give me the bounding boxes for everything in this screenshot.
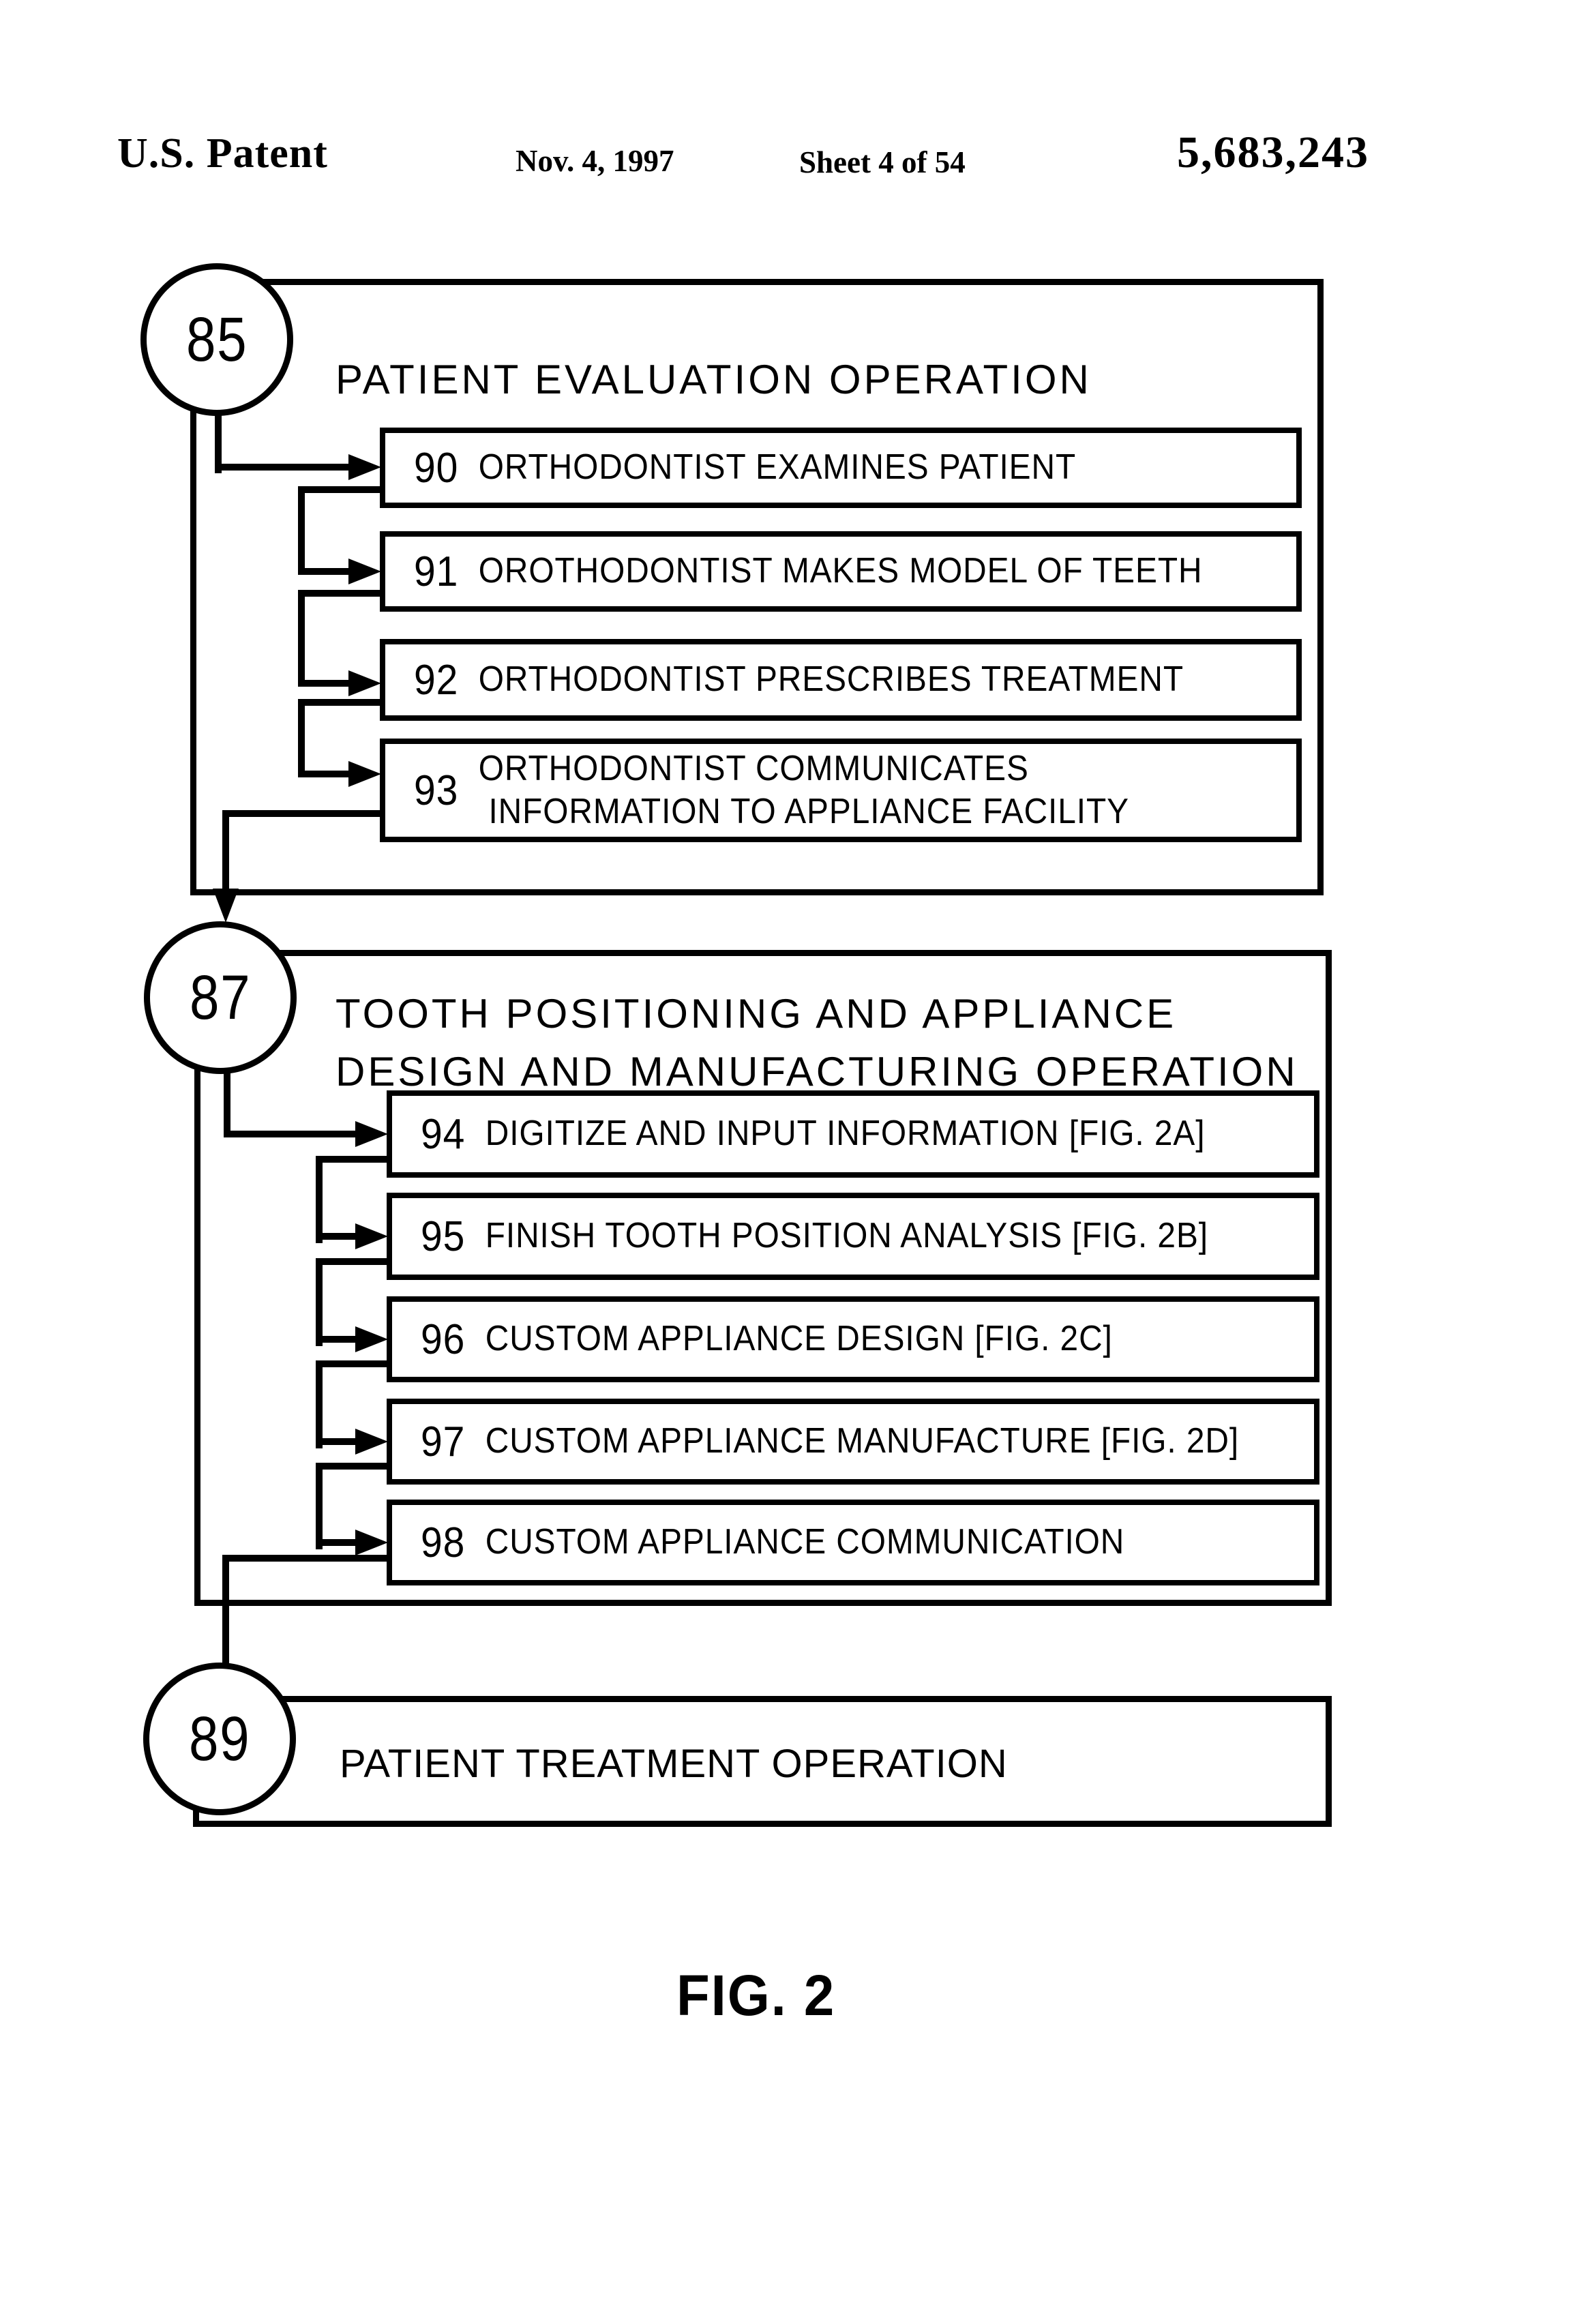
connector-line [316, 1258, 387, 1265]
step-number: 98 [421, 1519, 466, 1566]
step-box-90: 90 ORTHODONTIST EXAMINES PATIENT [380, 428, 1302, 508]
connector-line [316, 1463, 323, 1549]
connector-line [316, 1360, 323, 1448]
connector-line [298, 699, 305, 777]
reference-number: 89 [188, 1703, 251, 1774]
connector-line [316, 1233, 358, 1240]
patent-header-sheet: Sheet 4 of 54 [799, 145, 966, 179]
step-label: DIGITIZE AND INPUT INFORMATION [FIG. 2A] [485, 1114, 1206, 1154]
step-number: 90 [414, 444, 459, 492]
step-label: CUSTOM APPLIANCE MANUFACTURE [FIG. 2D] [485, 1421, 1240, 1461]
step-number: 97 [421, 1418, 466, 1465]
patent-header-date: Nov. 4, 1997 [516, 144, 674, 178]
connector-line [224, 1050, 230, 1137]
connector-line [298, 590, 380, 597]
step-label: CUSTOM APPLIANCE COMMUNICATION [485, 1522, 1125, 1562]
connector-line [316, 1156, 387, 1163]
connector-line [215, 382, 222, 473]
connector-line [298, 568, 351, 575]
connector-line [215, 464, 351, 471]
connector-line [316, 1258, 323, 1346]
reference-circle-89: 89 [143, 1663, 296, 1815]
connector-line [222, 1555, 387, 1562]
arrowhead-icon [355, 1121, 388, 1147]
connector-line [298, 680, 351, 687]
connector-line [298, 486, 380, 493]
connector-line [298, 699, 380, 706]
connector-line [298, 590, 305, 687]
patent-header-title: U.S. Patent [117, 130, 328, 177]
arrowhead-icon [355, 1223, 388, 1249]
connector-line [316, 1156, 323, 1243]
step-box-91: 91 OROTHODONTIST MAKES MODEL OF TEETH [380, 531, 1302, 612]
figure-caption: FIG. 2 [676, 1963, 836, 2027]
reference-circle-87: 87 [144, 921, 297, 1074]
connector-line [298, 486, 305, 575]
step-box-96: 96 CUSTOM APPLIANCE DESIGN [FIG. 2C] [387, 1296, 1319, 1382]
connector-line [316, 1539, 358, 1546]
step-number: 95 [421, 1212, 466, 1260]
arrowhead-icon [213, 889, 239, 923]
step-number: 91 [414, 548, 459, 595]
arrowhead-icon [355, 1530, 388, 1555]
step-number: 96 [421, 1315, 466, 1363]
step-box-92: 92 ORTHODONTIST PRESCRIBES TREATMENT [380, 639, 1302, 721]
step-label: ORTHODONTIST COMMUNICATES INFORMATION TO… [478, 748, 1129, 831]
connector-line [316, 1438, 358, 1445]
connector-line [222, 810, 380, 817]
step-label: CUSTOM APPLIANCE DESIGN [FIG. 2C] [485, 1319, 1113, 1359]
step-box-95: 95 FINISH TOOTH POSITION ANALYSIS [FIG. … [387, 1193, 1319, 1280]
step-number: 92 [414, 656, 459, 704]
arrowhead-icon [348, 761, 381, 787]
connector-line [298, 771, 351, 777]
step-box-94: 94 DIGITIZE AND INPUT INFORMATION [FIG. … [387, 1090, 1319, 1178]
arrowhead-icon [348, 558, 381, 584]
section-title-patient-treatment: PATIENT TREATMENT OPERATION [340, 1742, 1008, 1786]
step-box-98: 98 CUSTOM APPLIANCE COMMUNICATION [387, 1500, 1319, 1585]
connector-line [316, 1336, 358, 1343]
arrowhead-icon [348, 670, 381, 696]
connector-line [222, 1555, 229, 1664]
step-label: OROTHODONTIST MAKES MODEL OF TEETH [478, 551, 1203, 591]
connector-line [222, 810, 229, 892]
step-label: ORTHODONTIST EXAMINES PATIENT [478, 447, 1077, 488]
patent-header-number: 5,683,243 [1177, 128, 1369, 177]
step-label: FINISH TOOTH POSITION ANALYSIS [FIG. 2B] [485, 1216, 1209, 1256]
section-title-patient-evaluation: PATIENT EVALUATION OPERATION [335, 357, 1092, 402]
connector-line [316, 1463, 387, 1470]
arrowhead-icon [355, 1326, 388, 1352]
reference-number: 87 [189, 962, 252, 1032]
arrowhead-icon [348, 454, 381, 480]
step-label: ORTHODONTIST PRESCRIBES TREATMENT [478, 659, 1184, 700]
section-title-design-manufacturing: TOOTH POSITIONING AND APPLIANCE DESIGN A… [335, 991, 1298, 1095]
step-box-93: 93 ORTHODONTIST COMMUNICATES INFORMATION… [380, 739, 1302, 842]
reference-circle-85: 85 [140, 263, 293, 416]
reference-number: 85 [185, 304, 248, 374]
step-number: 93 [414, 766, 459, 814]
connector-line [316, 1360, 387, 1367]
step-number: 94 [421, 1110, 466, 1158]
step-box-97: 97 CUSTOM APPLIANCE MANUFACTURE [FIG. 2D… [387, 1399, 1319, 1485]
arrowhead-icon [355, 1429, 388, 1455]
connector-line [224, 1131, 359, 1137]
